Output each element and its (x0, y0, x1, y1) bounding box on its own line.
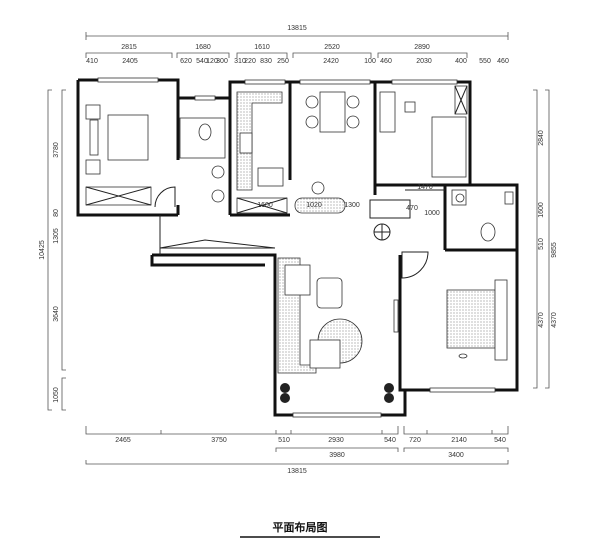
dim-top-3: 400 (455, 58, 467, 65)
bar-counter (294, 197, 346, 214)
dim-bottom: 720 (409, 437, 421, 444)
drawing-title: 平面布局图 (273, 520, 328, 534)
dim-top-3: 250 (277, 58, 289, 65)
dim-top-3: 410 (86, 58, 98, 65)
toilet (198, 123, 212, 141)
dim-right-total: 9855 (551, 242, 558, 258)
dim-interior: 1020 (306, 202, 322, 209)
tv (393, 299, 399, 333)
right-dimensions: 2840 1600 510 4370 9855 4370 (533, 89, 558, 389)
living-room (277, 257, 399, 403)
dim-interior: 1600 (257, 202, 273, 209)
stove (239, 132, 253, 154)
counter (236, 91, 283, 191)
stool (311, 181, 325, 195)
door-swing (154, 186, 176, 208)
dim-right: 2840 (538, 130, 545, 146)
dim-left: 3780 (53, 142, 60, 158)
walls (76, 78, 519, 417)
sink (455, 193, 465, 203)
dim-left: 80 (53, 209, 60, 217)
armchair (309, 339, 341, 369)
dim-top-3: 120 (206, 58, 218, 65)
desk (379, 91, 396, 133)
dim-top-3: 540 (196, 58, 208, 65)
dim-interior: 1300 (344, 202, 360, 209)
dim-top-total: 13815 (287, 25, 307, 32)
bathroom-2 (451, 189, 514, 242)
dim-right: 4370 (538, 312, 545, 328)
dim-top-3: 550 (479, 58, 491, 65)
bottom-dimensions: 2465 3750 510 2930 540 720 2140 540 3980… (85, 426, 509, 475)
bed (431, 116, 467, 178)
door-swing (401, 251, 429, 279)
coffee-table (316, 277, 343, 309)
dim-right: 510 (538, 238, 545, 250)
dim-bottom-2: 3400 (448, 452, 464, 459)
nightstand (85, 104, 101, 120)
dining-room: 1020 1300 (294, 91, 391, 241)
dim-top-3: 460 (380, 58, 392, 65)
dim-top-3: 220 (244, 58, 256, 65)
dining-table (319, 91, 346, 133)
plant-icon (384, 383, 394, 393)
bed (446, 289, 496, 349)
dim-bottom: 2930 (328, 437, 344, 444)
dim-bottom: 3750 (211, 437, 227, 444)
dim-bottom: 540 (384, 437, 396, 444)
windows (97, 77, 496, 418)
bedroom-1 (85, 104, 176, 208)
master-bedroom (446, 279, 508, 361)
dim-left: 3640 (53, 306, 60, 322)
plant-icon (280, 383, 290, 393)
dim-top-3: 300 (216, 58, 228, 65)
left-dimensions: 10425 3780 80 1305 3640 1050 (39, 89, 66, 411)
dim-right: 1600 (538, 202, 545, 218)
plant-icon (384, 393, 394, 403)
dim-left: 1050 (53, 387, 60, 403)
dim-top-3: 2420 (323, 58, 339, 65)
bed (107, 114, 149, 161)
bedroom-2 (379, 85, 468, 178)
dim-bottom-2: 3980 (329, 452, 345, 459)
dim-top-3: 830 (260, 58, 272, 65)
pillow (89, 119, 99, 156)
top-dimensions: 13815 2815 1680 1610 2520 2890 410 2405 … (85, 25, 509, 65)
dim-interior: 1470 (417, 184, 433, 191)
dim-bottom: 2140 (451, 437, 467, 444)
dim-bottom-total: 13815 (287, 468, 307, 475)
dim-top-3: 2405 (122, 58, 138, 65)
dim-top-3: 620 (180, 58, 192, 65)
washer (211, 165, 225, 179)
dim-left: 1305 (53, 228, 60, 244)
dim-left-total: 10425 (39, 240, 46, 260)
bathroom-1 (179, 117, 226, 203)
dim-top-2: 2520 (324, 44, 340, 51)
dim-right: 4370 (551, 312, 558, 328)
slippers (458, 353, 468, 359)
dim-top-3: 2030 (416, 58, 432, 65)
toilet (480, 222, 496, 242)
dim-bottom: 510 (278, 437, 290, 444)
fridge (257, 167, 284, 187)
plant-icon (280, 393, 290, 403)
dim-interior: 1000 (424, 210, 440, 217)
chair (404, 101, 416, 113)
dim-top-2: 2890 (414, 44, 430, 51)
corridor: 1470 470 1000 (401, 184, 445, 279)
nightstand (85, 159, 101, 175)
dim-bottom: 2465 (115, 437, 131, 444)
kitchen: 1600 (236, 91, 288, 214)
dim-bottom: 540 (494, 437, 506, 444)
sink (211, 189, 225, 203)
dim-interior: 470 (406, 205, 418, 212)
headboard (494, 279, 508, 361)
dim-top-3: 310 (234, 58, 246, 65)
dim-top-2: 2815 (121, 44, 137, 51)
dim-top-3: 100 (364, 58, 376, 65)
dim-top-2: 1610 (254, 44, 270, 51)
dim-top-2: 1680 (195, 44, 211, 51)
dim-top-3: 460 (497, 58, 509, 65)
